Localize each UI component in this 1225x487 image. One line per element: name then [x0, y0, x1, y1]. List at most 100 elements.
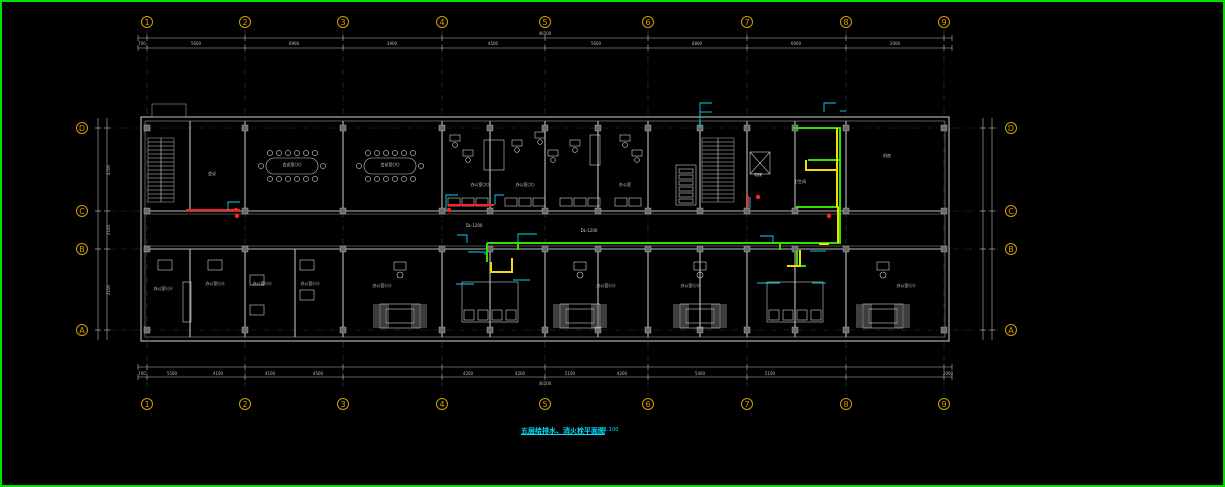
axis-bubble-8 [840, 398, 852, 410]
structural-column [842, 207, 850, 215]
structural-column [339, 326, 347, 334]
meeting-table-2-chair [374, 150, 380, 156]
axis-label-B: B [1008, 245, 1014, 254]
axis-label-5: 5 [542, 18, 547, 27]
axis-bubble-C [1005, 205, 1017, 217]
office-desk [631, 149, 643, 157]
bottom-dimension: 5500 [167, 371, 178, 376]
fire-hydrant [234, 213, 240, 219]
axis-label-8: 8 [843, 18, 848, 27]
axis-label-9: 9 [941, 400, 946, 409]
structural-column [541, 207, 549, 215]
office-desk-chair [537, 139, 543, 145]
room-label-stair_right: 电梯 [754, 171, 762, 177]
top-dimension: 6900 [791, 41, 802, 46]
structural-column [940, 245, 948, 253]
small-desk [249, 274, 265, 286]
room-label-office_a7: 办公室(小) [680, 282, 700, 288]
side-dimension: 2100 [106, 284, 111, 295]
partition [182, 281, 192, 323]
office-desk [534, 131, 546, 139]
cabinet [504, 197, 518, 207]
axis-bubble-A [1005, 324, 1017, 336]
meeting-table-1-chair [312, 176, 318, 182]
bath-fixture [782, 309, 794, 321]
axis-bubble-5 [539, 398, 551, 410]
bottom-dimension: 4200 [617, 371, 628, 376]
office-desk-chair [634, 157, 640, 163]
suite-1-chair [396, 271, 404, 279]
meeting-table-1-chair [303, 150, 309, 156]
small-desk [299, 259, 315, 271]
office-desk [569, 139, 581, 147]
bottom-dimension: 4200 [515, 371, 526, 376]
shelf [589, 134, 601, 166]
top-dimension: 4500 [488, 41, 499, 46]
meeting-table-1 [265, 157, 319, 175]
suite-4-bed-inner [868, 308, 898, 324]
axis-bubble-C [76, 205, 88, 217]
structural-column [842, 326, 850, 334]
room-label-office_d3: 办公室 [619, 181, 631, 187]
structural-column [438, 326, 446, 334]
room-label-office_a4: 办公室(小) [300, 280, 320, 286]
bath-fixture [505, 309, 517, 321]
equipment-slot [678, 174, 694, 180]
total-dimension: 46100 [539, 31, 552, 36]
fire-hydrant [826, 213, 832, 219]
office-desk-chair [572, 147, 578, 153]
cabinet [559, 197, 573, 207]
drawing-title: 五层给排水、消火栓平面图 [521, 427, 605, 435]
axis-label-5: 5 [542, 400, 547, 409]
structural-column [438, 245, 446, 253]
water-supply-riser [796, 250, 806, 267]
suite-3-desk [693, 261, 707, 271]
top-dimension: 5600 [191, 41, 202, 46]
suite-2-desk [573, 261, 587, 271]
suite-3-chair [696, 271, 704, 279]
axis-bubble-B [1005, 243, 1017, 255]
office-desk [511, 139, 523, 147]
axis-label-6: 6 [645, 400, 650, 409]
cabinet [587, 197, 601, 207]
meeting-table-2-chair [383, 150, 389, 156]
structural-column [940, 326, 948, 334]
meeting-table-1-chair [320, 163, 326, 169]
axis-label-7: 7 [744, 400, 749, 409]
structural-column [143, 207, 151, 215]
meeting-table-2-chair [401, 150, 407, 156]
structural-column [743, 124, 751, 132]
water-supply-main [487, 127, 841, 244]
cabinet [614, 197, 628, 207]
axis-label-2: 2 [242, 18, 247, 27]
meeting-table-1-chair [267, 176, 273, 182]
meeting-table-2-chair [410, 150, 416, 156]
structural-column [696, 245, 704, 253]
structural-column [644, 207, 652, 215]
axis-label-1: 1 [144, 18, 149, 27]
side-dimension: 4700 [106, 164, 111, 175]
structural-column [541, 245, 549, 253]
office-desk [462, 149, 474, 157]
office-desk [547, 149, 559, 157]
structural-column [644, 245, 652, 253]
room-label-meeting2: 会议室(大) [380, 161, 400, 167]
meeting-table-2-chair [365, 150, 371, 156]
axis-label-A: A [79, 326, 85, 335]
fire-hydrant [233, 207, 239, 213]
structural-column [143, 124, 151, 132]
annotation-leader [227, 201, 240, 210]
axis-label-3: 3 [340, 18, 345, 27]
office-desk-chair [622, 142, 628, 148]
bottom-dimension: 4100 [265, 371, 276, 376]
axis-label-4: 4 [439, 400, 444, 409]
top-dimension: 700 [138, 41, 146, 46]
structural-column [339, 124, 347, 132]
bath-fixture [796, 309, 808, 321]
axis-bubble-4 [436, 398, 448, 410]
axis-label-D: D [79, 124, 85, 133]
meeting-table-2-chair [383, 176, 389, 182]
equipment-slot [678, 198, 694, 204]
room-label-meeting1: 会议室(大) [282, 161, 302, 167]
axis-label-3: 3 [340, 400, 345, 409]
